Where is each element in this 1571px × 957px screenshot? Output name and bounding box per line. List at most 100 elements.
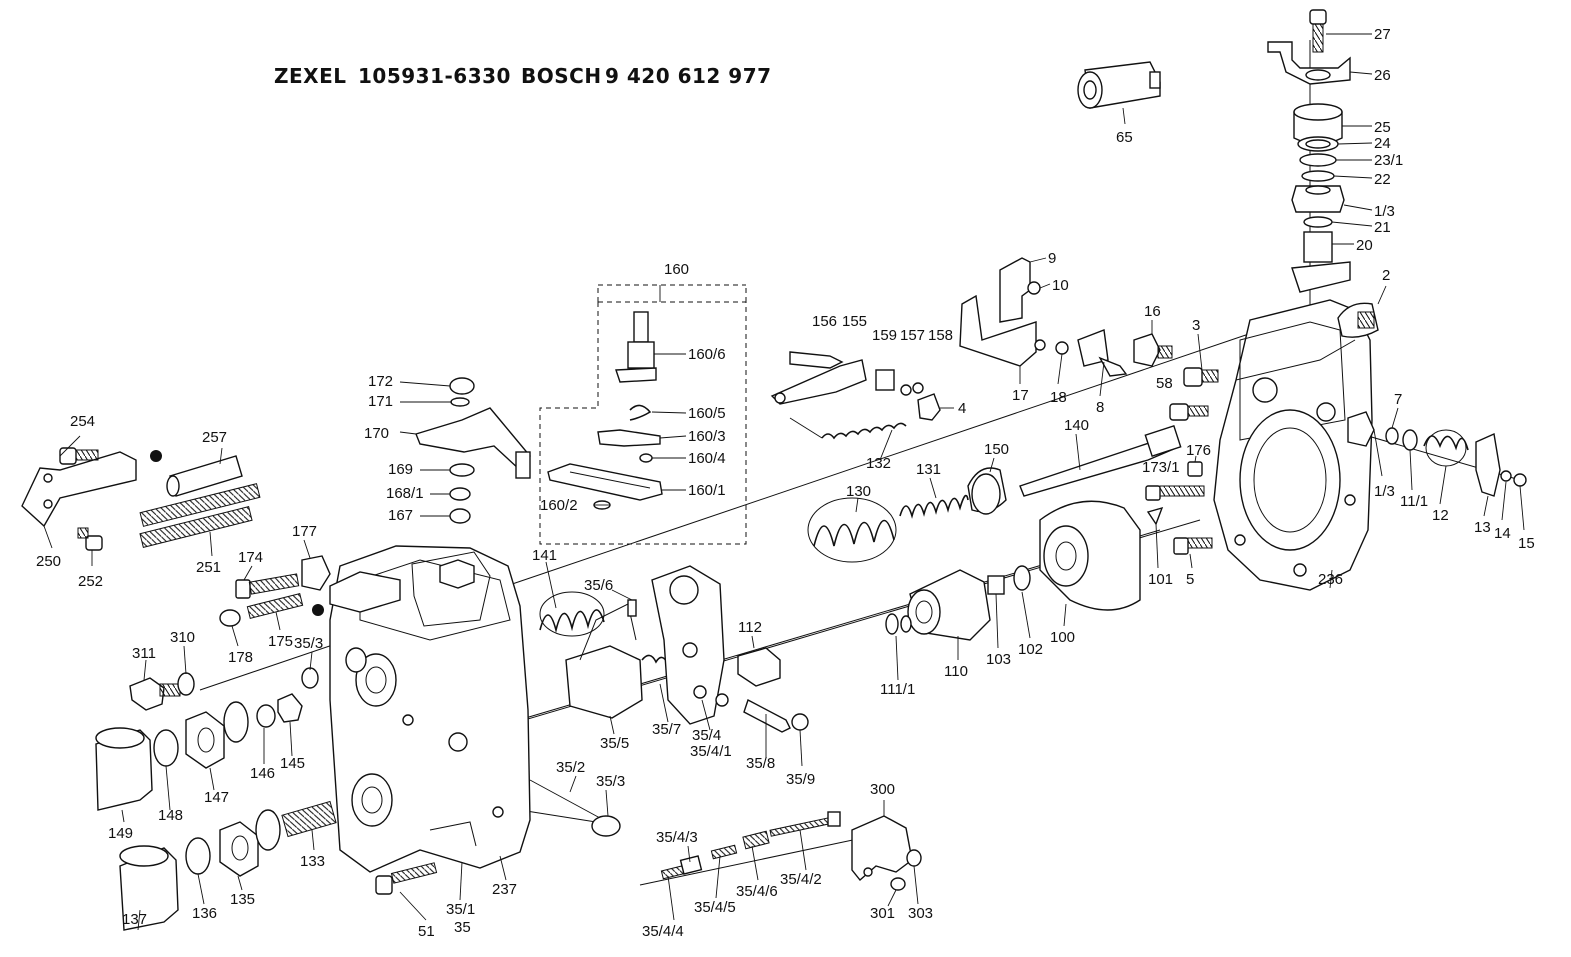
label-250: 250: [36, 553, 61, 570]
label-160-5: 160/5: [688, 405, 726, 422]
label-146: 146: [250, 765, 275, 782]
part-177-nut: [301, 555, 331, 591]
label-27: 27: [1374, 26, 1391, 43]
label-35-4-2: 35/4/2: [780, 871, 822, 888]
label-170: 170: [364, 425, 389, 442]
part-301-nut: [890, 877, 906, 891]
part-ring-148b: [223, 701, 249, 743]
part-27-bolt: [1309, 9, 1327, 53]
label-35-3-upper: 35/3: [294, 635, 323, 652]
label-35-4-3: 35/4/3: [656, 829, 698, 846]
label-35-4-1: 35/4/1: [690, 743, 732, 760]
part-58-bolt: [1169, 403, 1209, 421]
leader-lines: [43, 33, 1525, 931]
part-257-tube: [166, 455, 243, 497]
label-150: 150: [984, 441, 1009, 458]
label-10: 10: [1052, 277, 1069, 294]
label-23-1: 23/1: [1374, 152, 1403, 169]
part-250-bracket: [21, 451, 137, 528]
part-160-4-nut: [639, 453, 653, 463]
label-8: 8: [1096, 399, 1104, 416]
label-101: 101: [1148, 571, 1173, 588]
label-160: 160: [664, 261, 689, 278]
label-160-4: 160/4: [688, 450, 726, 467]
part-14-15-nut: [1500, 470, 1527, 487]
part-12-spring: [1423, 429, 1469, 467]
label-51: 51: [418, 923, 435, 940]
part-number-labels: 27 26 25 24 23/1 22 1/3 21 20 2 65 9 10 …: [36, 26, 1535, 940]
part-303-washer: [906, 849, 922, 867]
part-133-screw: [281, 800, 337, 838]
label-35: 35: [454, 919, 471, 936]
label-7: 7: [1394, 391, 1402, 408]
part-5-bolt: [1173, 537, 1213, 555]
part-148-washer: [153, 729, 179, 767]
part-160-6-pin: [615, 311, 657, 383]
part-35-7-spring: [641, 654, 669, 665]
header-bosch-number: 9 420 612 977: [605, 64, 772, 88]
label-159: 159: [872, 327, 897, 344]
part-ball-small-2: [312, 604, 324, 616]
part-159-157-158-pins: [875, 369, 924, 396]
label-58: 58: [1156, 375, 1173, 392]
label-171: 171: [368, 393, 393, 410]
label-65: 65: [1116, 129, 1133, 146]
part-167-nut: [449, 508, 471, 524]
label-160-3: 160/3: [688, 428, 726, 445]
part-171-washer: [450, 397, 470, 407]
label-18: 18: [1050, 389, 1067, 406]
part-2-plug: [1337, 302, 1379, 338]
label-169: 169: [388, 461, 413, 478]
label-111-1: 111/1: [880, 681, 915, 698]
part-35-6-pin: [627, 599, 637, 617]
part-35-3-cap-lower: [591, 815, 621, 837]
label-178: 178: [228, 649, 253, 666]
label-172: 172: [368, 373, 393, 390]
part-22-ring: [1301, 170, 1335, 182]
part-300-lever: [851, 815, 913, 882]
part-131-spring: [899, 494, 969, 519]
label-35-4: 35/4: [692, 727, 721, 744]
part-168-1-nut: [449, 487, 471, 501]
label-35-6: 35/6: [584, 577, 613, 594]
label-35-4-6: 35/4/6: [736, 883, 778, 900]
part-3-bolt: [1183, 367, 1219, 387]
label-141: 141: [532, 547, 557, 564]
part-160-1-plate: [547, 463, 663, 501]
label-132: 132: [866, 455, 891, 472]
part-310-washer: [177, 672, 195, 696]
part-141-spring: [539, 591, 605, 637]
label-130: 130: [846, 483, 871, 500]
label-145: 145: [280, 755, 305, 772]
part-100-flyweight-holder: [1039, 500, 1141, 611]
label-22: 22: [1374, 171, 1391, 188]
label-26: 26: [1374, 67, 1391, 84]
label-167: 167: [388, 507, 413, 524]
label-35-7: 35/7: [652, 721, 681, 738]
part-small-ball: [150, 450, 162, 462]
label-9: 9: [1048, 250, 1056, 267]
label-140: 140: [1064, 417, 1089, 434]
part-110-sleeve: [907, 569, 991, 641]
group-160-dashed-box: [539, 284, 747, 545]
part-156-155-lever: [770, 351, 867, 405]
label-2: 2: [1382, 267, 1390, 284]
label-35-2: 35/2: [556, 759, 585, 776]
label-160-2: 160/2: [540, 497, 578, 514]
label-102: 102: [1018, 641, 1043, 658]
label-251: 251: [196, 559, 221, 576]
label-35-4-5: 35/4/5: [694, 899, 736, 916]
label-21: 21: [1374, 219, 1391, 236]
label-177: 177: [292, 523, 317, 540]
part-145-nut: [277, 693, 303, 723]
label-257: 257: [202, 429, 227, 446]
part-174-bolt: [235, 573, 300, 599]
part-140-shaft: [1019, 425, 1182, 497]
part-132-spring-rod: [789, 417, 907, 440]
part-147-nut: [185, 711, 225, 769]
label-35-5: 35/5: [600, 735, 629, 752]
label-35-9: 35/9: [786, 771, 815, 788]
label-20: 20: [1356, 237, 1373, 254]
label-303: 303: [908, 905, 933, 922]
label-156: 156: [812, 313, 837, 330]
